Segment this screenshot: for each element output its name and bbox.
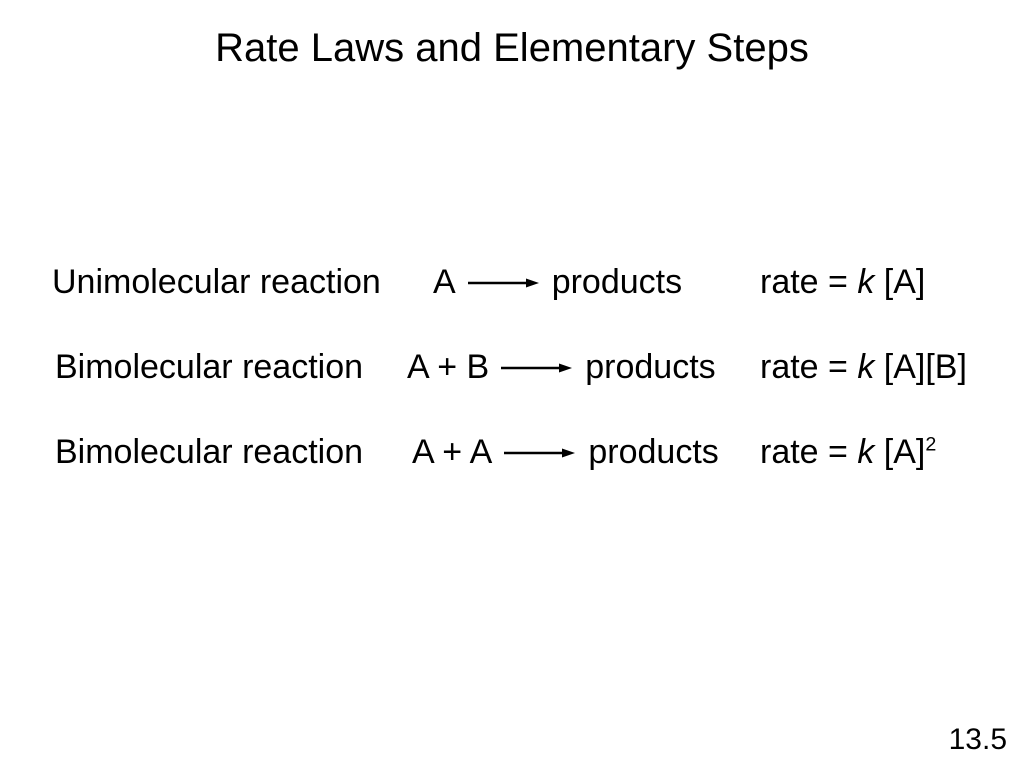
rate-prefix: rate =	[760, 263, 858, 301]
rate-expression: [A]	[874, 433, 926, 471]
page-number: 13.5	[948, 723, 1007, 756]
rate-exponent: 2	[925, 433, 937, 456]
slide-title: Rate Laws and Elementary Steps	[215, 26, 809, 70]
rate-expression: [A]	[874, 263, 926, 301]
reaction-type-label: Bimolecular reaction	[55, 433, 364, 471]
arrow-right-icon	[501, 363, 573, 372]
reaction-equation: A + A products	[412, 432, 719, 473]
rate-law: rate = k [A][B]	[760, 347, 967, 388]
products-text: products	[551, 263, 683, 301]
rate-law: rate = k [A]	[760, 262, 925, 303]
arrow-right-icon	[467, 278, 539, 287]
rate-constant: k	[857, 433, 875, 471]
reaction-row-bimolecular-aa: Bimolecular reaction A + A products rate…	[0, 432, 1024, 473]
rate-law: rate = k [A]2	[760, 432, 936, 473]
reactants-text: A	[433, 263, 456, 301]
reactants-text: A + B	[407, 348, 490, 386]
reaction-type-label: Bimolecular reaction	[55, 348, 364, 386]
reactants-text: A + A	[412, 433, 493, 471]
reaction-type-label: Unimolecular reaction	[52, 263, 381, 301]
reaction-row-unimolecular: Unimolecular reaction A products rate = …	[0, 262, 1024, 303]
rate-prefix: rate =	[760, 433, 858, 471]
products-text: products	[585, 348, 716, 386]
rate-constant: k	[857, 263, 875, 301]
reaction-row-bimolecular-ab: Bimolecular reaction A + B products rate…	[0, 347, 1024, 388]
products-text: products	[588, 433, 719, 471]
rate-constant: k	[857, 348, 875, 386]
reaction-equation: A + B products	[407, 347, 716, 388]
rate-prefix: rate =	[760, 348, 858, 386]
arrow-right-icon	[504, 448, 576, 457]
rate-expression: [A][B]	[874, 348, 967, 386]
reaction-equation: A products	[433, 262, 682, 303]
